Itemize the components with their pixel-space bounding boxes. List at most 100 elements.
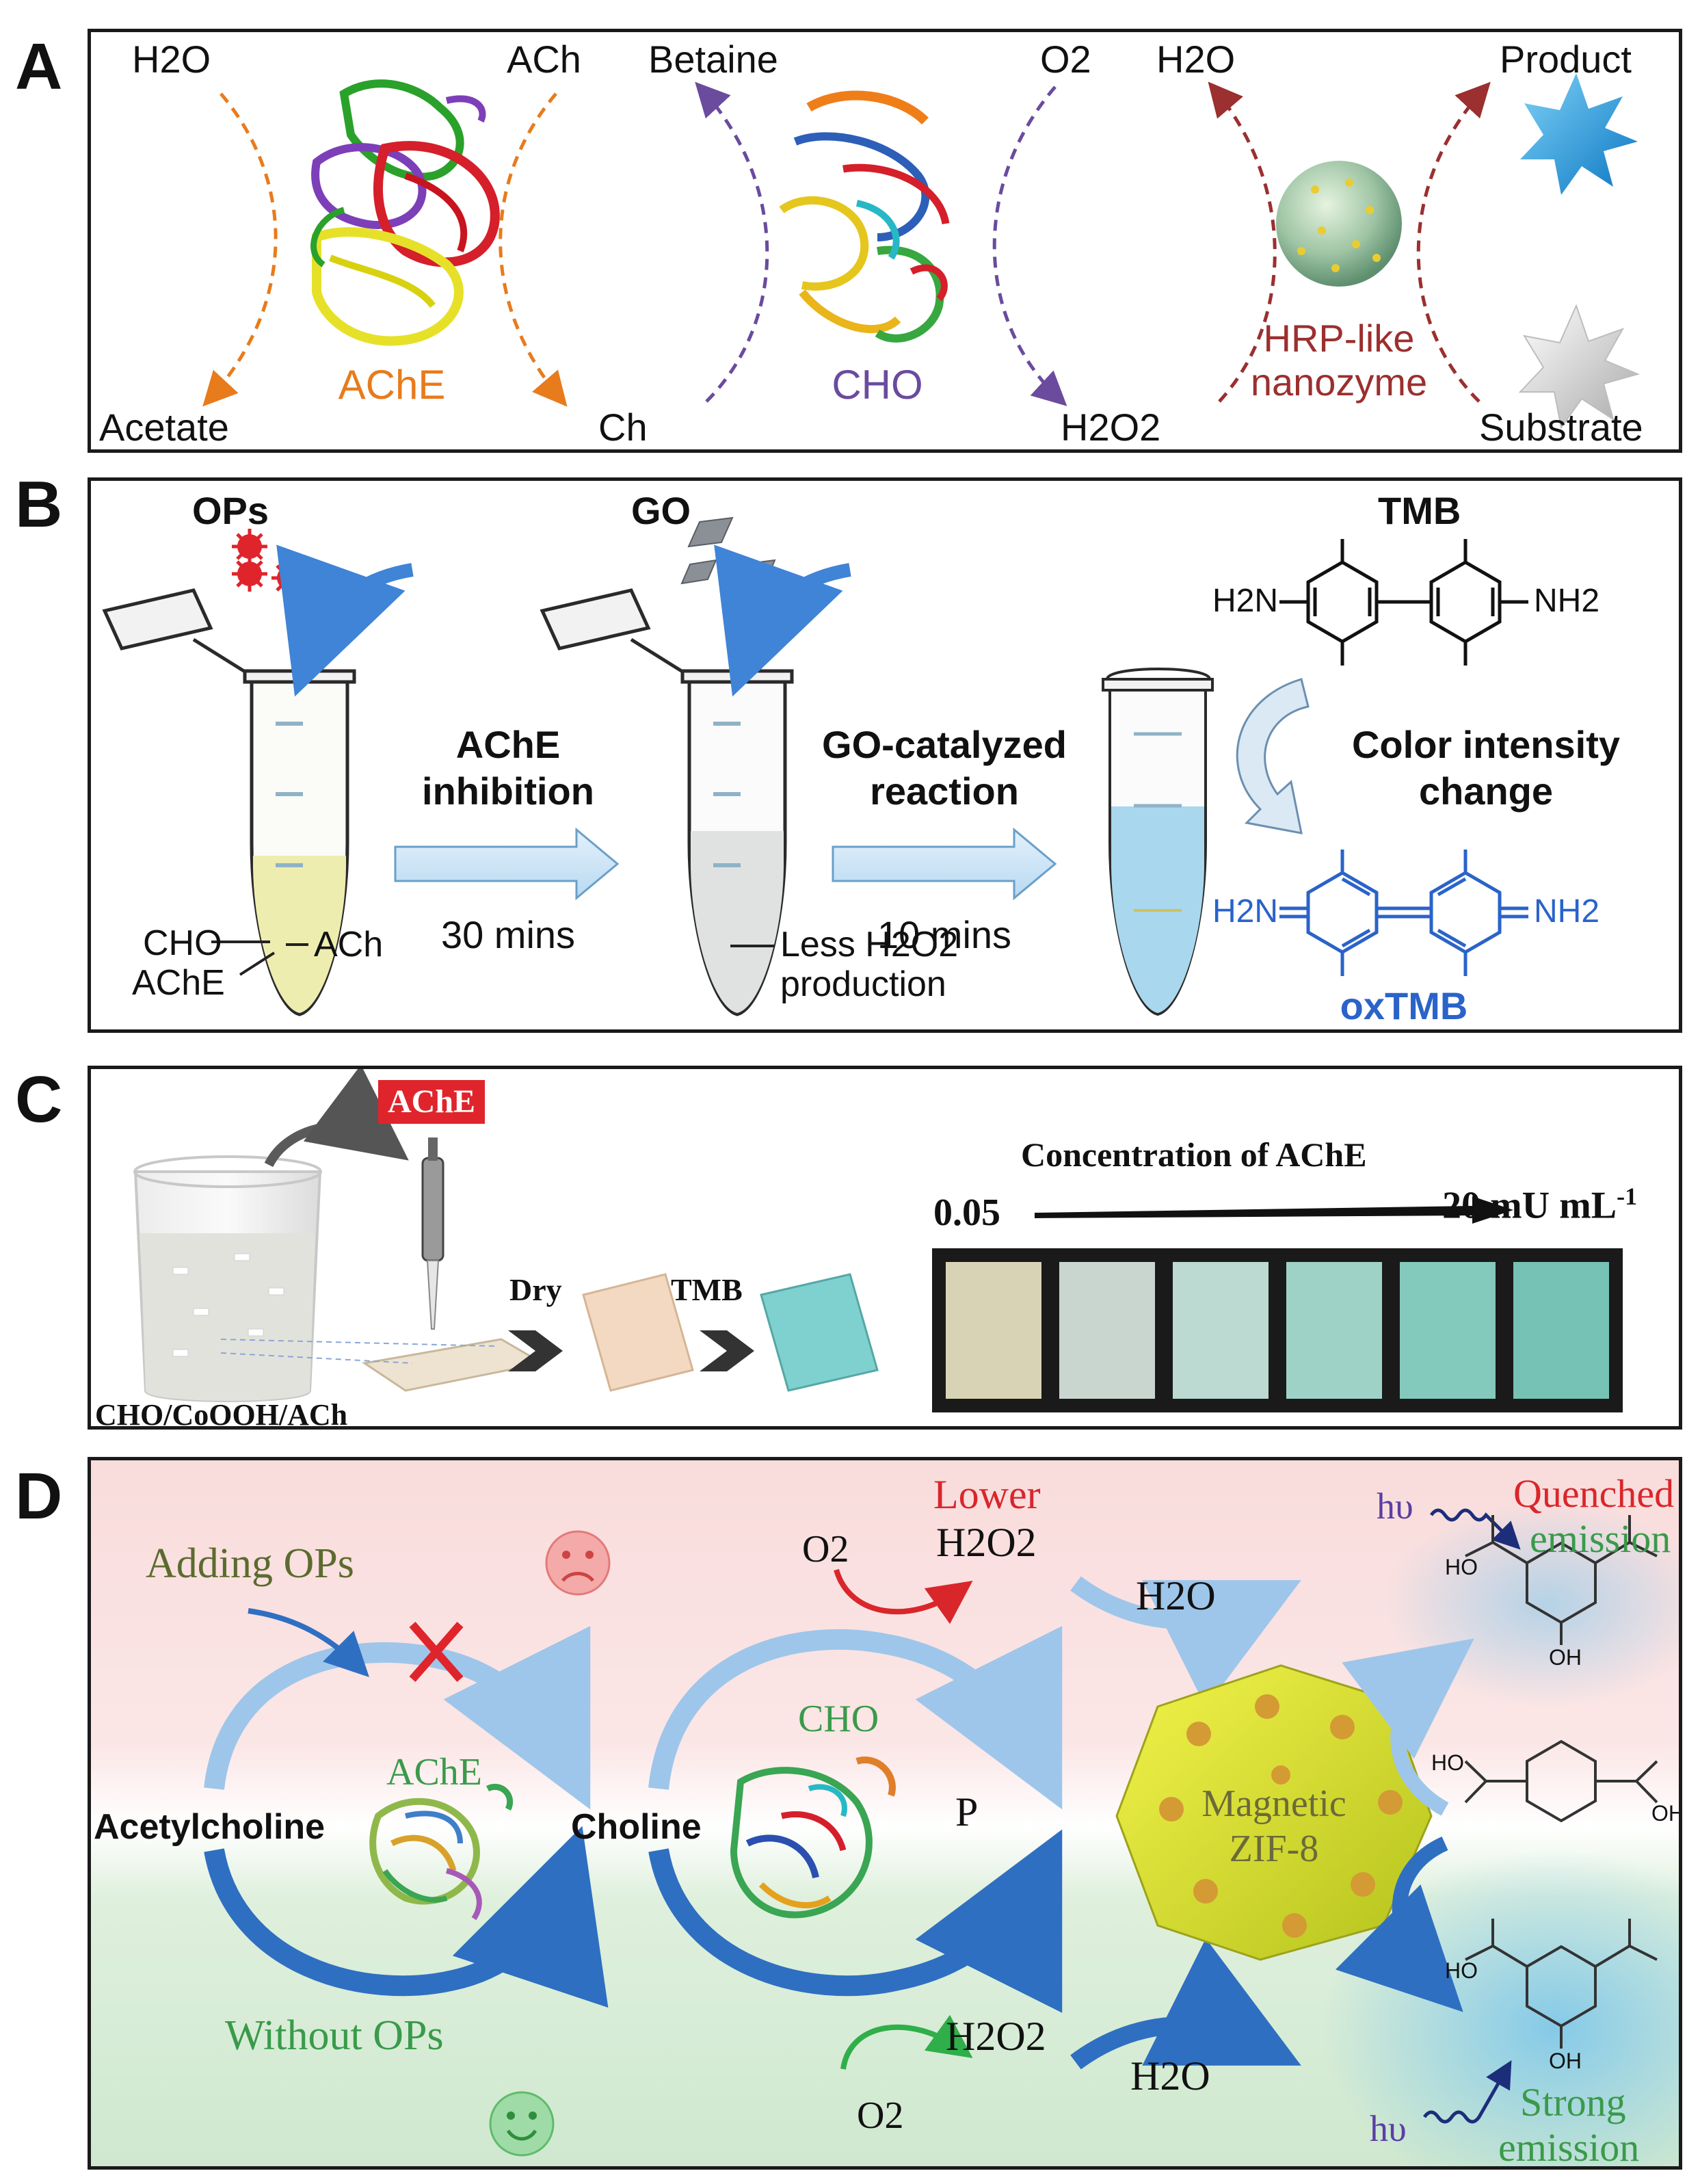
d-cho: CHO [798, 1698, 879, 1740]
panel-a-graphics [202, 73, 1641, 430]
ache-left-arrow [202, 92, 278, 407]
b-color-line2: change [1418, 769, 1554, 813]
o2-bottom-arrow [840, 2014, 973, 2070]
panel-c-graphics [133, 1069, 1623, 1412]
b-step2-line1: GO-catalyzed [822, 723, 1067, 766]
beaker-to-pipette-arrow [264, 1069, 409, 1168]
b-color-line1: Color intensity [1351, 723, 1621, 766]
d-h2o2-top: H2O2 [936, 1520, 1037, 1565]
b-step2-time: 10 mins [877, 913, 1012, 956]
b-tmb-right-group: NH2 [1534, 583, 1600, 619]
cho-right-arrow [992, 85, 1067, 406]
oxtmb-structure [1279, 850, 1528, 976]
ops-particles-spikes [232, 529, 307, 596]
a-ache-right-bottom: Ch [598, 406, 648, 449]
a-hrp-label-2: nanozyme [1250, 360, 1428, 404]
product-star-icon [1520, 73, 1638, 195]
b-go-label: GO [631, 489, 691, 532]
go-blue-arrow [714, 544, 851, 697]
b-ops-label: OPs [192, 489, 269, 532]
concentration-arrow [1035, 1196, 1513, 1224]
cho-cycle-bottom-arrow [648, 1829, 1063, 2013]
d-quenched-2: emission [1530, 1516, 1671, 1561]
c-concentration-title: Concentration of AChE [1021, 1135, 1367, 1174]
a-ache-left-bottom: Acetate [99, 406, 229, 449]
d-adding-ops: Adding OPs [146, 1540, 354, 1587]
hv-bottom-wave [1422, 2060, 1512, 2124]
happy-face-icon [489, 2091, 555, 2157]
inhibit-cross-icon [409, 1622, 464, 1682]
c-ache-tag: AChE [378, 1080, 486, 1124]
d-h2o-bottom: H2O [1130, 2053, 1210, 2099]
c-conc-high-text: 20 mU mL [1442, 1184, 1617, 1227]
d-mol-mid-oh: OH [1651, 1801, 1682, 1826]
beaker-image [133, 1155, 322, 1402]
d-without-ops: Without OPs [225, 2012, 444, 2059]
step2-arrow [832, 827, 1057, 901]
d-mol-bot-ho: HO [1445, 1958, 1478, 1983]
b-step1-time: 30 mins [440, 913, 576, 956]
molecule-top [1465, 1515, 1658, 1645]
b-oxtmb-right-group: NH2 [1534, 893, 1600, 930]
a-ache-left-top: H2O [132, 38, 211, 81]
d-ache: AChE [386, 1751, 482, 1793]
c-conc-high: 20 mU mL-1 [1442, 1184, 1637, 1225]
a-cho-label: CHO [832, 362, 923, 408]
swatch-3 [1173, 1262, 1269, 1399]
cho-left-arrow [695, 81, 769, 403]
a-hrp-right-top: Product [1500, 38, 1632, 81]
ache-protein-image [310, 79, 500, 346]
h2o2-top-to-h2o-arrow [1070, 1576, 1301, 1708]
b-oxtmb-left-group: H2N [1212, 893, 1279, 930]
go-flakes-icon [680, 516, 776, 589]
ops-blue-arrow [276, 544, 414, 697]
hv-top-wave [1429, 1508, 1521, 1550]
panel-a: H2O ACh Acetate Ch AChE Betaine O2 H2O2 … [88, 29, 1682, 453]
tube-2-image [540, 588, 794, 1016]
d-strong-2: emission [1498, 2125, 1640, 2170]
a-ache-right-top: ACh [507, 38, 581, 81]
b-oxtmb-label: oxTMB [1340, 984, 1468, 1027]
panel-c: AChE Dry TMB CHO/CoOOH/ACh Concentration… [88, 1066, 1682, 1430]
panel-c-letter: C [15, 1063, 63, 1136]
zif-to-strong-arrow [1336, 1836, 1463, 2012]
swatch-4 [1286, 1262, 1382, 1399]
b-tmb-left-group: H2N [1212, 583, 1279, 619]
h2o2-bottom-to-h2o-arrow [1070, 1938, 1301, 2070]
ache-protein-image-d [369, 1783, 514, 1921]
d-h2o2-bottom: H2O2 [946, 2014, 1046, 2059]
conversion-arrow [1236, 678, 1310, 834]
swatch-row [946, 1262, 1609, 1399]
molecule-middle [1464, 1739, 1658, 1823]
cho-protein-image [779, 90, 950, 343]
tmb-chevron-icon [700, 1330, 754, 1371]
c-beaker-label: CHO/CoOOH/ACh [95, 1398, 348, 1430]
tmb-structure [1279, 539, 1528, 666]
sad-face-icon [545, 1530, 611, 1596]
d-lower: Lower [933, 1472, 1041, 1517]
pipette-image [421, 1137, 444, 1330]
a-hrp-right-bottom: Substrate [1479, 406, 1643, 449]
swatch-5 [1400, 1262, 1496, 1399]
panel-b-letter: B [15, 468, 63, 541]
b-step1-line1: AChE [455, 723, 561, 766]
panel-b-graphics [102, 516, 1528, 1016]
tube-3-image [1102, 668, 1214, 1016]
tube-1-image [102, 588, 356, 1016]
d-mol-top-ho: HO [1445, 1555, 1478, 1579]
panel-d: Adding OPs Without OPs Acetylcholine ACh… [88, 1457, 1682, 2170]
d-zif-line1: Magnetic [1201, 1782, 1346, 1825]
d-o2-bottom: O2 [857, 2094, 904, 2137]
a-ache-label: AChE [338, 362, 446, 408]
dry-chevron-icon [508, 1330, 563, 1371]
d-quenched-1: Quenched [1513, 1471, 1675, 1516]
d-mol-top-oh: OH [1549, 1645, 1582, 1670]
panel-b: OPs GO TMB H2N NH2 H2N NH2 oxTMB AChE in… [88, 477, 1682, 1033]
ache-cycle-top-arrow [204, 1626, 591, 1810]
c-conc-high-sup: -1 [1617, 1183, 1638, 1210]
a-hrp-left-top: H2O [1156, 38, 1236, 81]
substrate-star-icon [1518, 304, 1641, 430]
d-zif-line2: ZIF-8 [1229, 1828, 1319, 1870]
b-tube1-cho: CHO [143, 923, 222, 963]
ache-right-arrow [499, 92, 568, 407]
